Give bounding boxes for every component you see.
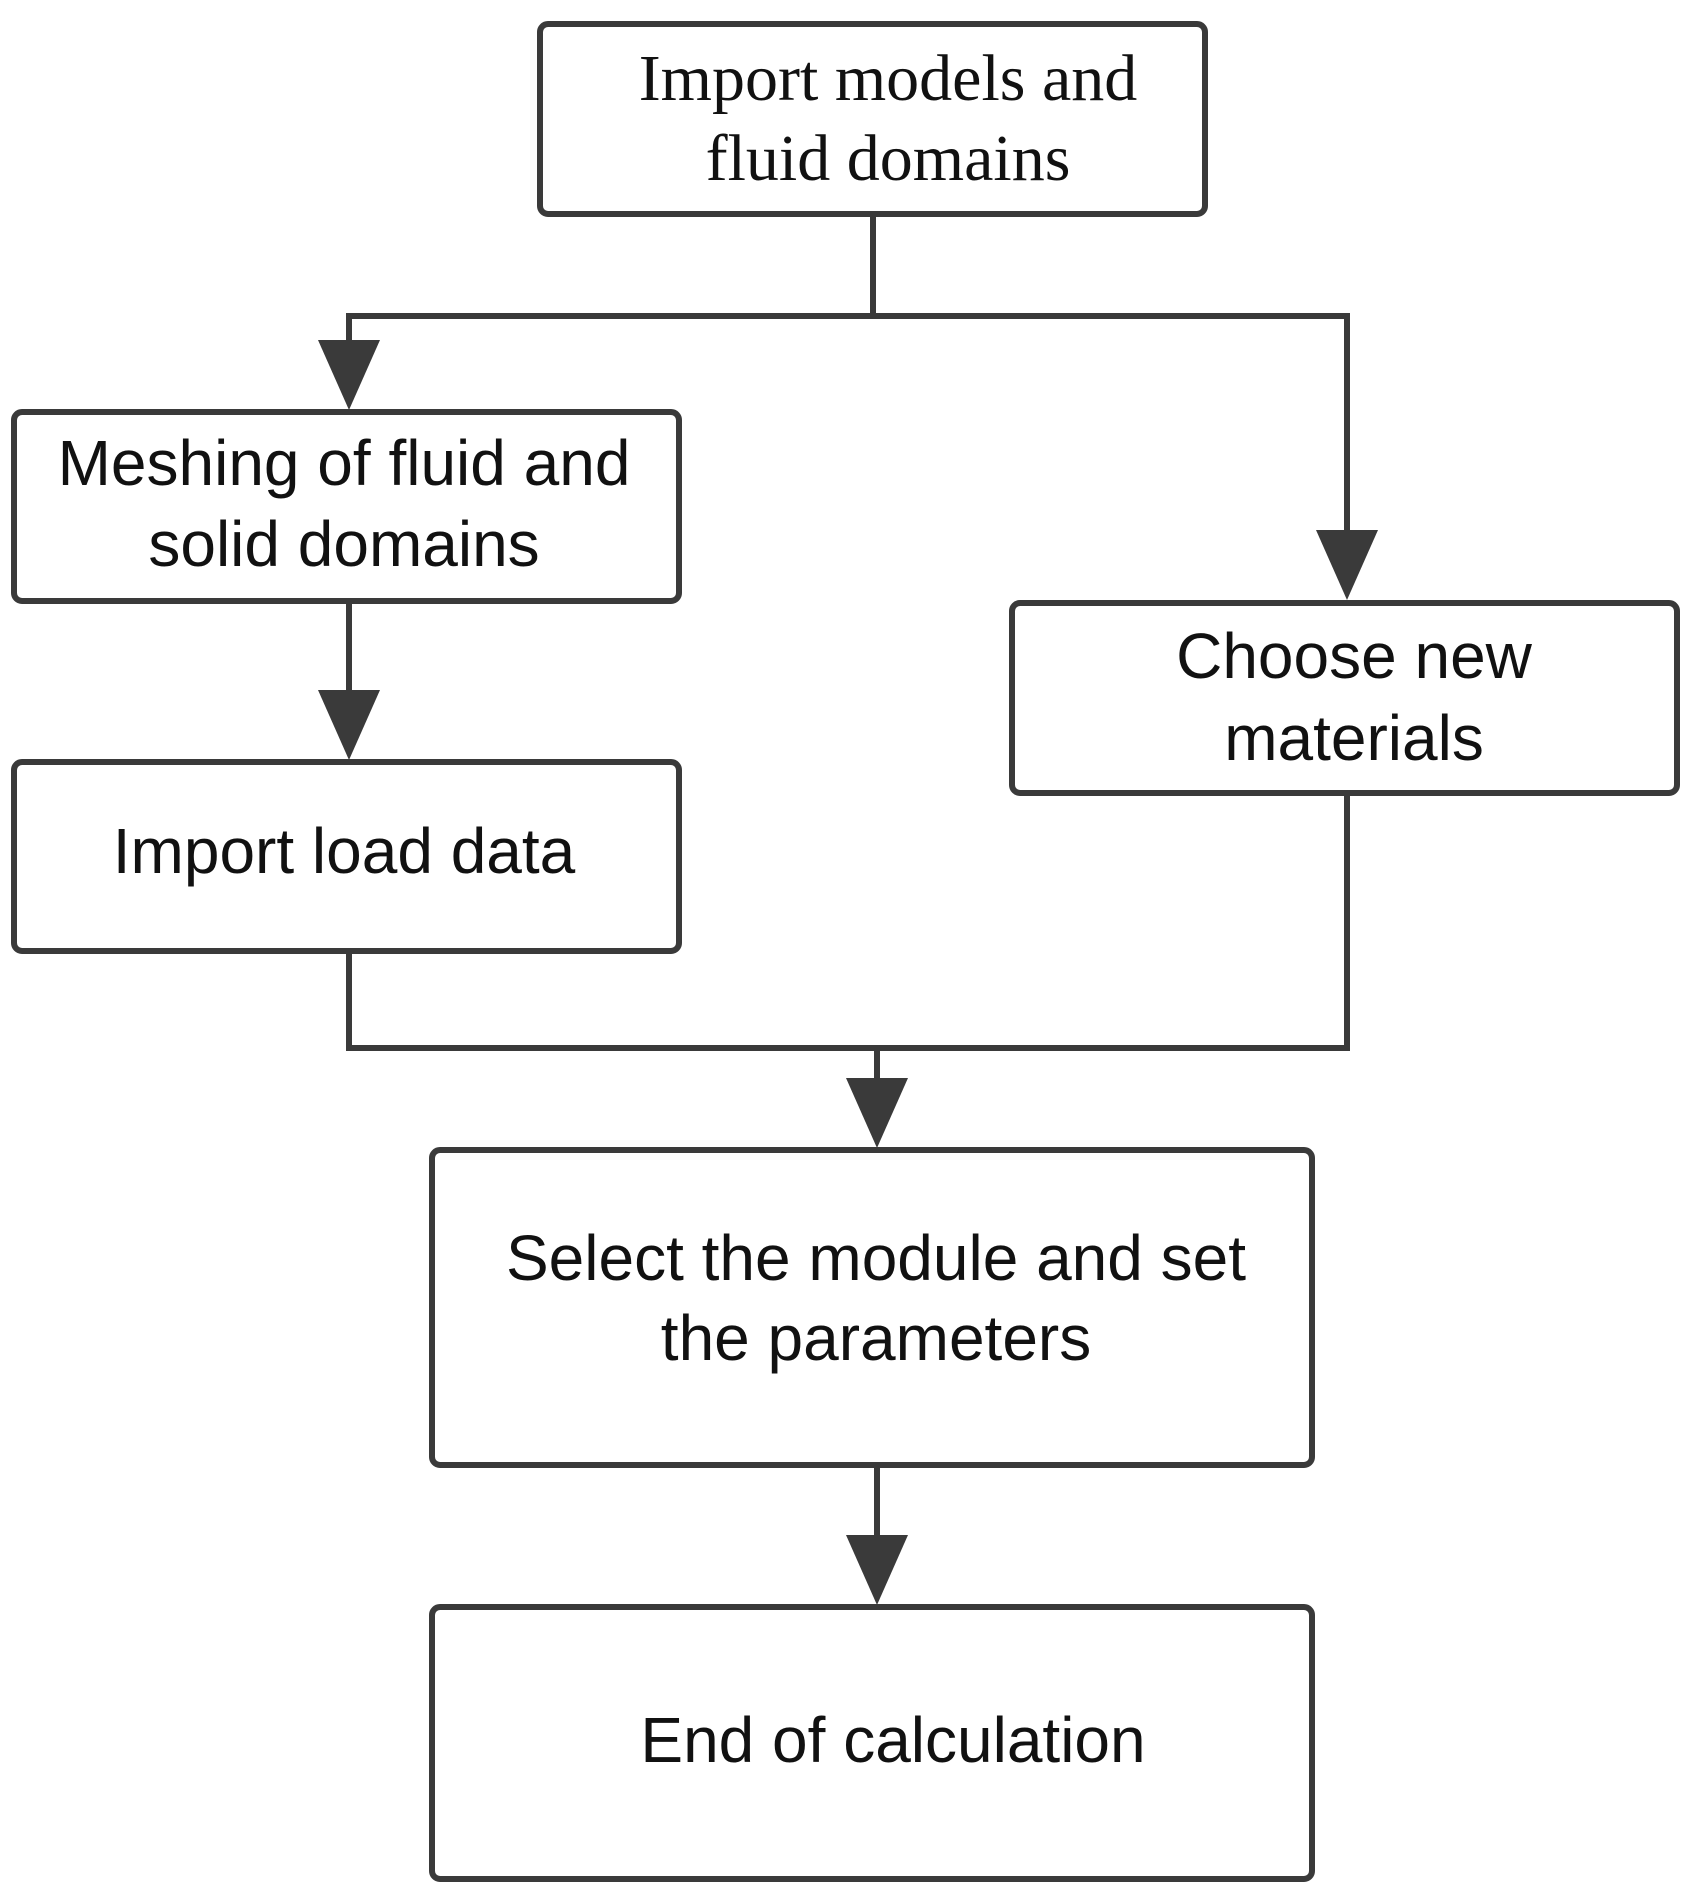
node-end-calculation: End of calculation (429, 1604, 1315, 1882)
node-box (11, 759, 682, 954)
node-box (11, 409, 682, 604)
node-box (1009, 600, 1680, 796)
node-label-line2: fluid domains (706, 122, 1071, 195)
arrowhead-to-end-calculation (846, 1535, 908, 1605)
node-label-line2: solid domains (148, 508, 539, 580)
node-label-line1: End of calculation (640, 1704, 1145, 1776)
node-label-line1: Import models and (639, 42, 1138, 115)
node-label-line2: materials (1224, 702, 1484, 774)
node-label-line1: Select the module and set (506, 1222, 1246, 1294)
node-import-load: Import load data (11, 759, 682, 954)
node-label-line2: the parameters (661, 1302, 1091, 1374)
node-import-models: Import models and fluid domains (537, 21, 1208, 217)
arrowheads (318, 340, 1378, 1605)
node-select-module: Select the module and set the parameters (429, 1147, 1315, 1468)
arrowhead-to-choose-materials (1316, 530, 1378, 600)
node-meshing: Meshing of fluid and solid domains (11, 409, 682, 604)
node-label-line1: Import load data (113, 815, 576, 887)
node-box (537, 21, 1208, 217)
connectors (346, 214, 1350, 1555)
node-box (429, 1147, 1315, 1468)
arrowhead-to-import-load (318, 690, 380, 760)
node-label-line1: Meshing of fluid and (58, 427, 631, 499)
arrowhead-to-select-module (846, 1078, 908, 1148)
node-box (429, 1604, 1315, 1882)
node-label-line1: Choose new (1176, 620, 1533, 692)
arrowhead-to-meshing (318, 340, 380, 410)
node-choose-materials: Choose new materials (1009, 600, 1680, 796)
